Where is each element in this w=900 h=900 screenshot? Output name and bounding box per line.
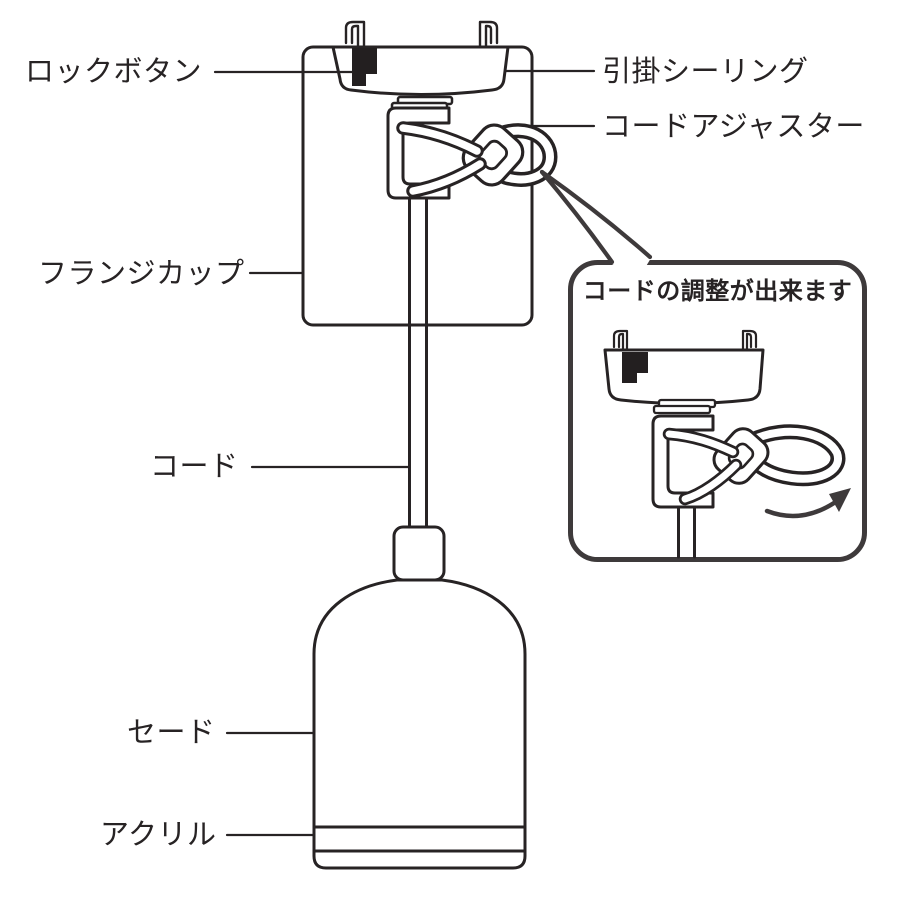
callout-tail-edge [539,169,653,260]
lock-button-shape [352,48,377,86]
cord-adjuster-loop [492,123,558,187]
leader-lines [213,69,596,837]
inset-socket-hooks [612,329,758,352]
cord-grip-connector [392,525,446,582]
label-lock-button: ロックボタン [25,56,203,88]
shade-outline [312,578,527,870]
inset-socket-neck-plates [652,398,717,415]
label-shade: セード [127,717,216,749]
acrylic-band-lines [312,825,527,853]
inset-cord-loop [744,424,846,487]
inset-cord-lines [677,503,696,559]
cord-through-ring [396,121,487,198]
label-cord-adjuster: コードアジャスター [602,111,865,143]
callout-tail-edge [539,169,615,265]
label-acrylic: アクリル [100,819,217,851]
label-cord: コード [150,451,239,483]
label-ceiling-socket: 引掛シーリング [602,56,809,88]
label-flange-cup: フランジカップ [38,258,245,290]
inset-lock-button-shape [622,352,648,383]
pull-direction-arrow-icon [764,488,851,519]
ceiling-socket-hooks [344,20,499,49]
inset-cord-through-ring [662,427,743,506]
callout-tail-gap [543,174,651,268]
callout-note-text: コードの調整が出来ます [582,279,853,305]
cord-lines [408,194,428,534]
